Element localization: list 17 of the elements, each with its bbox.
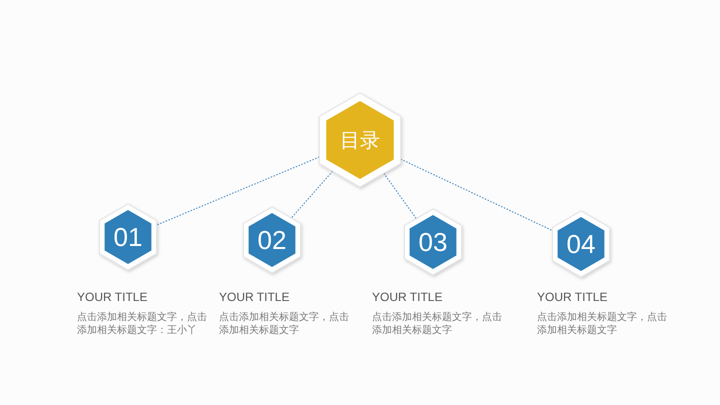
section-title: YOUR TITLE: [219, 290, 290, 304]
section-number: 03: [418, 229, 448, 255]
section-description: 点击添加相关标题文字，点击添加相关标题文字: [537, 311, 668, 337]
section-number: 02: [258, 227, 286, 253]
dotted-connector: [383, 172, 417, 220]
dotted-connector: [156, 156, 320, 226]
section-title: YOUR TITLE: [372, 290, 442, 304]
hub-label: 目录: [340, 130, 380, 150]
section-number: 04: [566, 231, 596, 257]
section-title: YOUR TITLE: [537, 290, 608, 304]
section-description: 点击添加相关标题文字，点击添加相关标题文字：王小丫: [77, 311, 208, 337]
dotted-connector: [400, 158, 553, 232]
section-description: 点击添加相关标题文字，点击添加相关标题文字: [372, 311, 503, 337]
section-number: 01: [114, 224, 142, 250]
section-description: 点击添加相关标题文字，点击添加相关标题文字: [219, 311, 350, 337]
section-title: YOUR TITLE: [77, 290, 148, 304]
dotted-connector: [290, 170, 334, 219]
